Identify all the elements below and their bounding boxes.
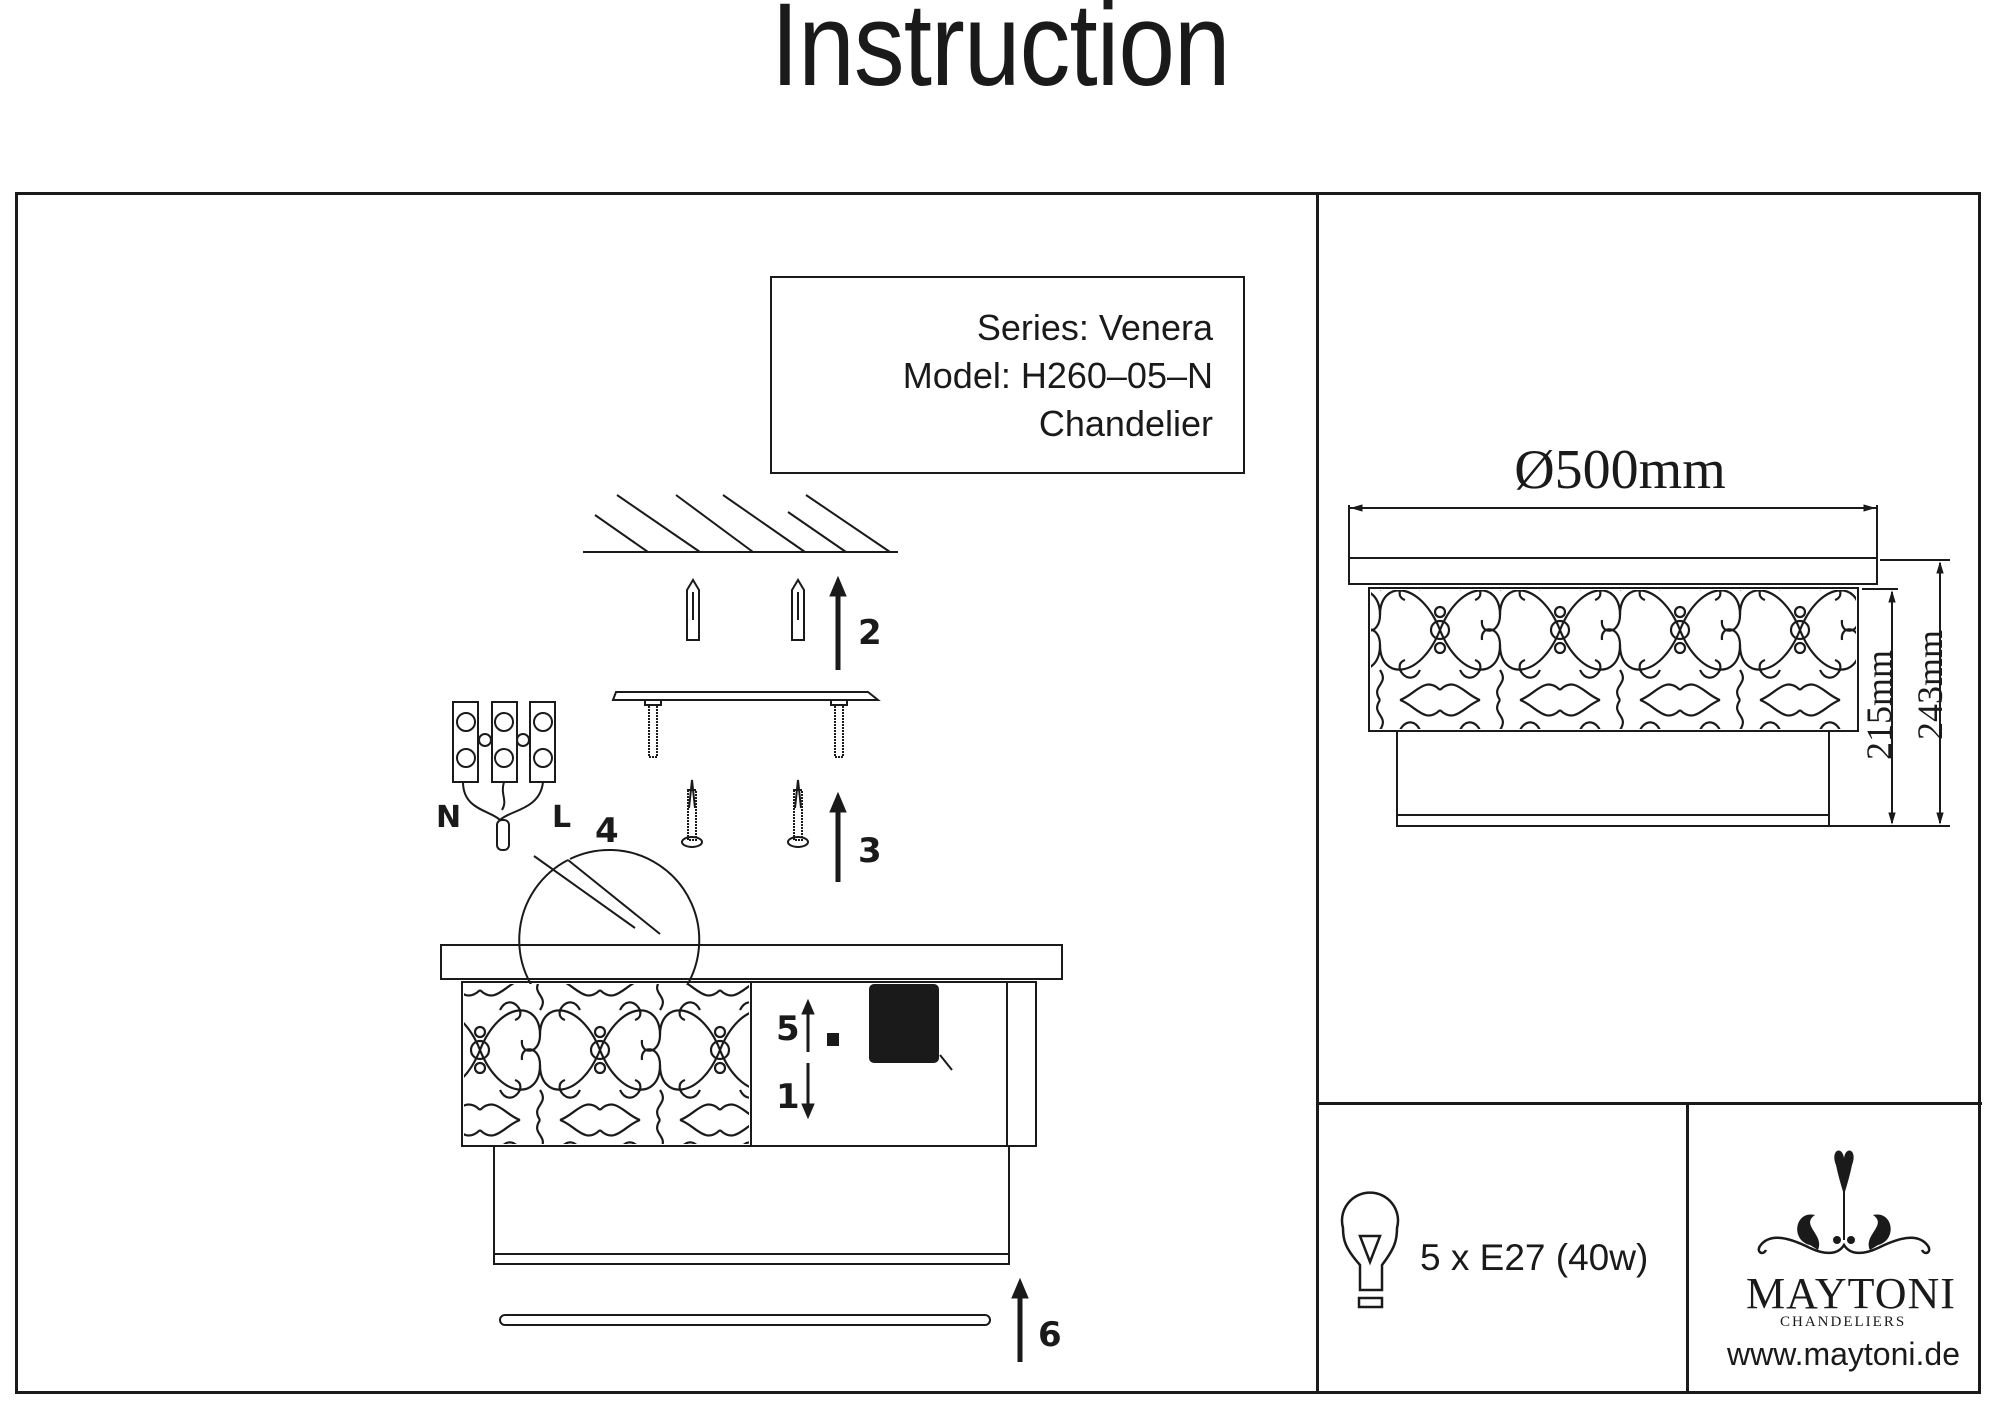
body-height-dimension: 215mm xyxy=(1859,649,1899,760)
series-label: Series: Venera xyxy=(976,307,1213,348)
screw-right xyxy=(787,779,809,848)
step-number-1: 1 xyxy=(776,1077,800,1117)
bulb-socket xyxy=(827,984,953,1071)
arrow-head-step-2 xyxy=(829,575,847,597)
model-label: Model: H260–05–N xyxy=(902,355,1213,396)
arrow-head-step-6 xyxy=(1011,1277,1029,1299)
bulb-spec: 5 x E27 (40w) xyxy=(1420,1237,1649,1278)
brand-name: MAYTONI xyxy=(1746,1269,1956,1318)
vertical-divider xyxy=(1316,192,1319,1394)
horizontal-divider xyxy=(1316,1102,1982,1105)
filigree-panel-right xyxy=(1371,590,1856,729)
outer-frame xyxy=(15,192,1981,1394)
step-number-2: 2 xyxy=(858,613,882,653)
dimension-drawing xyxy=(1348,505,1950,827)
wiring-detail-callout xyxy=(452,701,701,1031)
wall-plug-right xyxy=(791,578,805,641)
diameter-dimension: Ø500mm xyxy=(1514,439,1726,501)
step-number-4: 4 xyxy=(595,811,619,851)
arrow-head-step-3 xyxy=(829,791,847,813)
wall-plug-left xyxy=(686,578,700,641)
step-number-5: 5 xyxy=(776,1009,800,1049)
filigree-panel-left xyxy=(464,984,749,1144)
product-info-box: Series: Venera Model: H260–05–N Chandeli… xyxy=(770,276,1245,474)
light-bulb-icon xyxy=(1340,1191,1400,1309)
neutral-label: N xyxy=(436,800,462,835)
screw-left xyxy=(681,779,703,848)
live-label: L xyxy=(552,800,572,835)
fixture-assembly xyxy=(440,944,1063,1265)
mounting-bracket xyxy=(611,691,881,758)
product-type-label: Chandelier xyxy=(1038,403,1213,444)
ceiling-hatch xyxy=(583,494,898,553)
arrow-head-step-5 xyxy=(801,998,815,1015)
step-number-3: 3 xyxy=(858,831,882,871)
total-height-dimension: 243mm xyxy=(1910,629,1950,740)
diffuser-rod xyxy=(499,1314,991,1326)
document-title: Instruction xyxy=(770,0,1231,111)
brand-website[interactable]: www.maytoni.de xyxy=(1727,1336,1960,1372)
brand-tagline: CHANDELIERS xyxy=(1780,1314,1907,1330)
step-number-6: 6 xyxy=(1038,1315,1062,1355)
footer-divider xyxy=(1686,1102,1689,1394)
ornamental-chandelier-logo xyxy=(1797,1150,1891,1250)
arrow-head-step-1 xyxy=(801,1103,815,1120)
